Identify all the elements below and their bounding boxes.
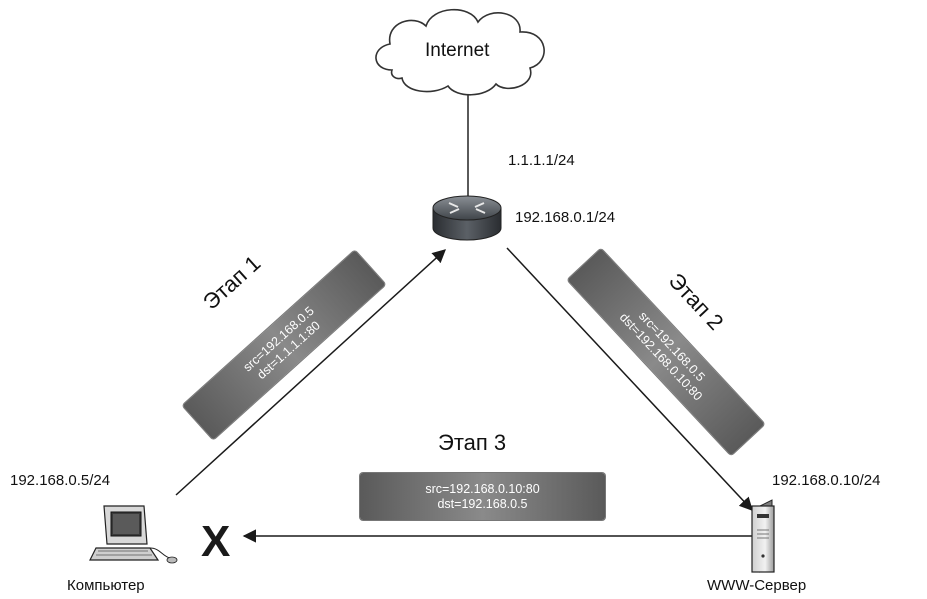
server-ip: 192.168.0.10/24 <box>772 472 881 489</box>
blocked-mark: X <box>201 517 230 566</box>
stage1-arrow <box>175 249 446 496</box>
router-lan-ip: 192.168.0.1/24 <box>515 209 616 226</box>
computer-icon <box>89 505 178 564</box>
router-icon <box>432 195 502 241</box>
stage3-packet-box: src=192.168.0.10:80 dst=192.168.0.5 <box>360 473 605 520</box>
internet-label: Internet <box>425 40 490 61</box>
computer-ip: 192.168.0.5/24 <box>10 472 111 489</box>
server-icon <box>751 499 775 573</box>
internet-cloud-icon <box>375 8 545 96</box>
computer-name: Компьютер <box>67 577 145 594</box>
router-wan-ip: 1.1.1.1/24 <box>508 152 575 169</box>
server-name: WWW-Сервер <box>707 577 807 594</box>
stage3-dst: dst=192.168.0.5 <box>437 496 528 511</box>
stage3-title: Этап 3 <box>438 430 507 455</box>
stage2-arrow <box>506 247 753 511</box>
stage3-src: src=192.168.0.10:80 <box>425 481 540 496</box>
